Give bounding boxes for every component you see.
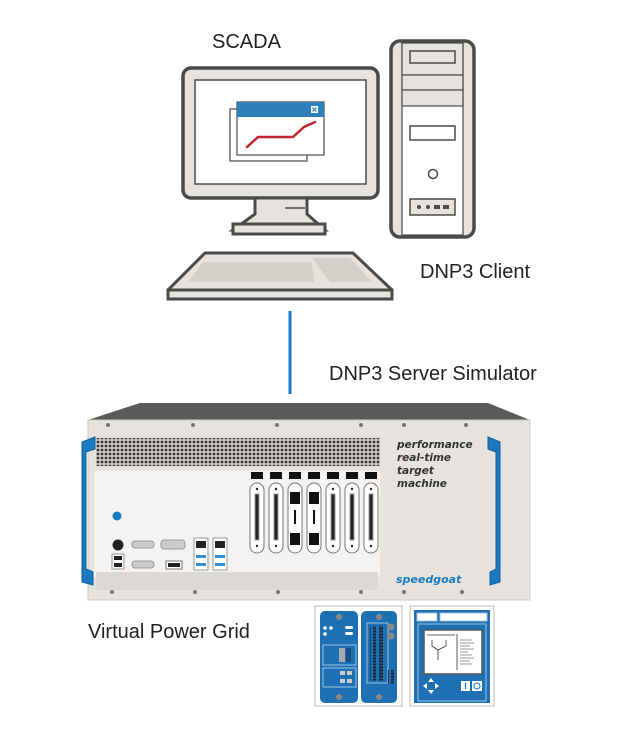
tagline-line-1: performance	[396, 439, 473, 451]
io-card-latch	[365, 472, 377, 479]
io-card-latch	[270, 472, 282, 479]
protection-relay-device	[409, 605, 495, 707]
speedgoat-logo: speedgoat	[396, 573, 462, 586]
status-led-icon	[112, 511, 122, 521]
dnp3-server-label: DNP3 Server Simulator	[329, 363, 537, 385]
tagline-line-2: real-time	[397, 452, 451, 464]
io-card-latch	[289, 472, 301, 479]
navigation-arrows-icon	[423, 678, 439, 694]
trend-line	[245, 120, 317, 149]
scada-label: SCADA	[212, 31, 281, 53]
io-module-device	[314, 605, 403, 707]
left-handle	[81, 436, 96, 586]
window-titlebar	[237, 102, 324, 117]
io-card-latch	[327, 472, 339, 479]
right-handle	[487, 436, 501, 586]
relay-display	[423, 629, 483, 675]
io-card-latch	[308, 472, 320, 479]
close-icon	[311, 106, 318, 113]
io-ports	[111, 537, 228, 571]
power-button-icon	[427, 168, 439, 180]
io-cards	[249, 472, 379, 554]
virtual-grid-label: Virtual Power Grid	[88, 621, 250, 643]
speedgoat-target-machine	[81, 403, 531, 601]
keyboard	[166, 251, 394, 301]
scada-trend-window	[229, 101, 325, 162]
chassis-tagline: performance real-time target machine	[396, 439, 473, 490]
tower-pc	[389, 39, 476, 239]
tagline-line-3: target	[397, 465, 435, 477]
tagline-line-4: machine	[397, 478, 447, 490]
dnp3-client-label: DNP3 Client	[420, 261, 531, 283]
vent-grille	[96, 438, 380, 466]
io-card-latch	[251, 472, 263, 479]
io-card-latch	[346, 472, 358, 479]
